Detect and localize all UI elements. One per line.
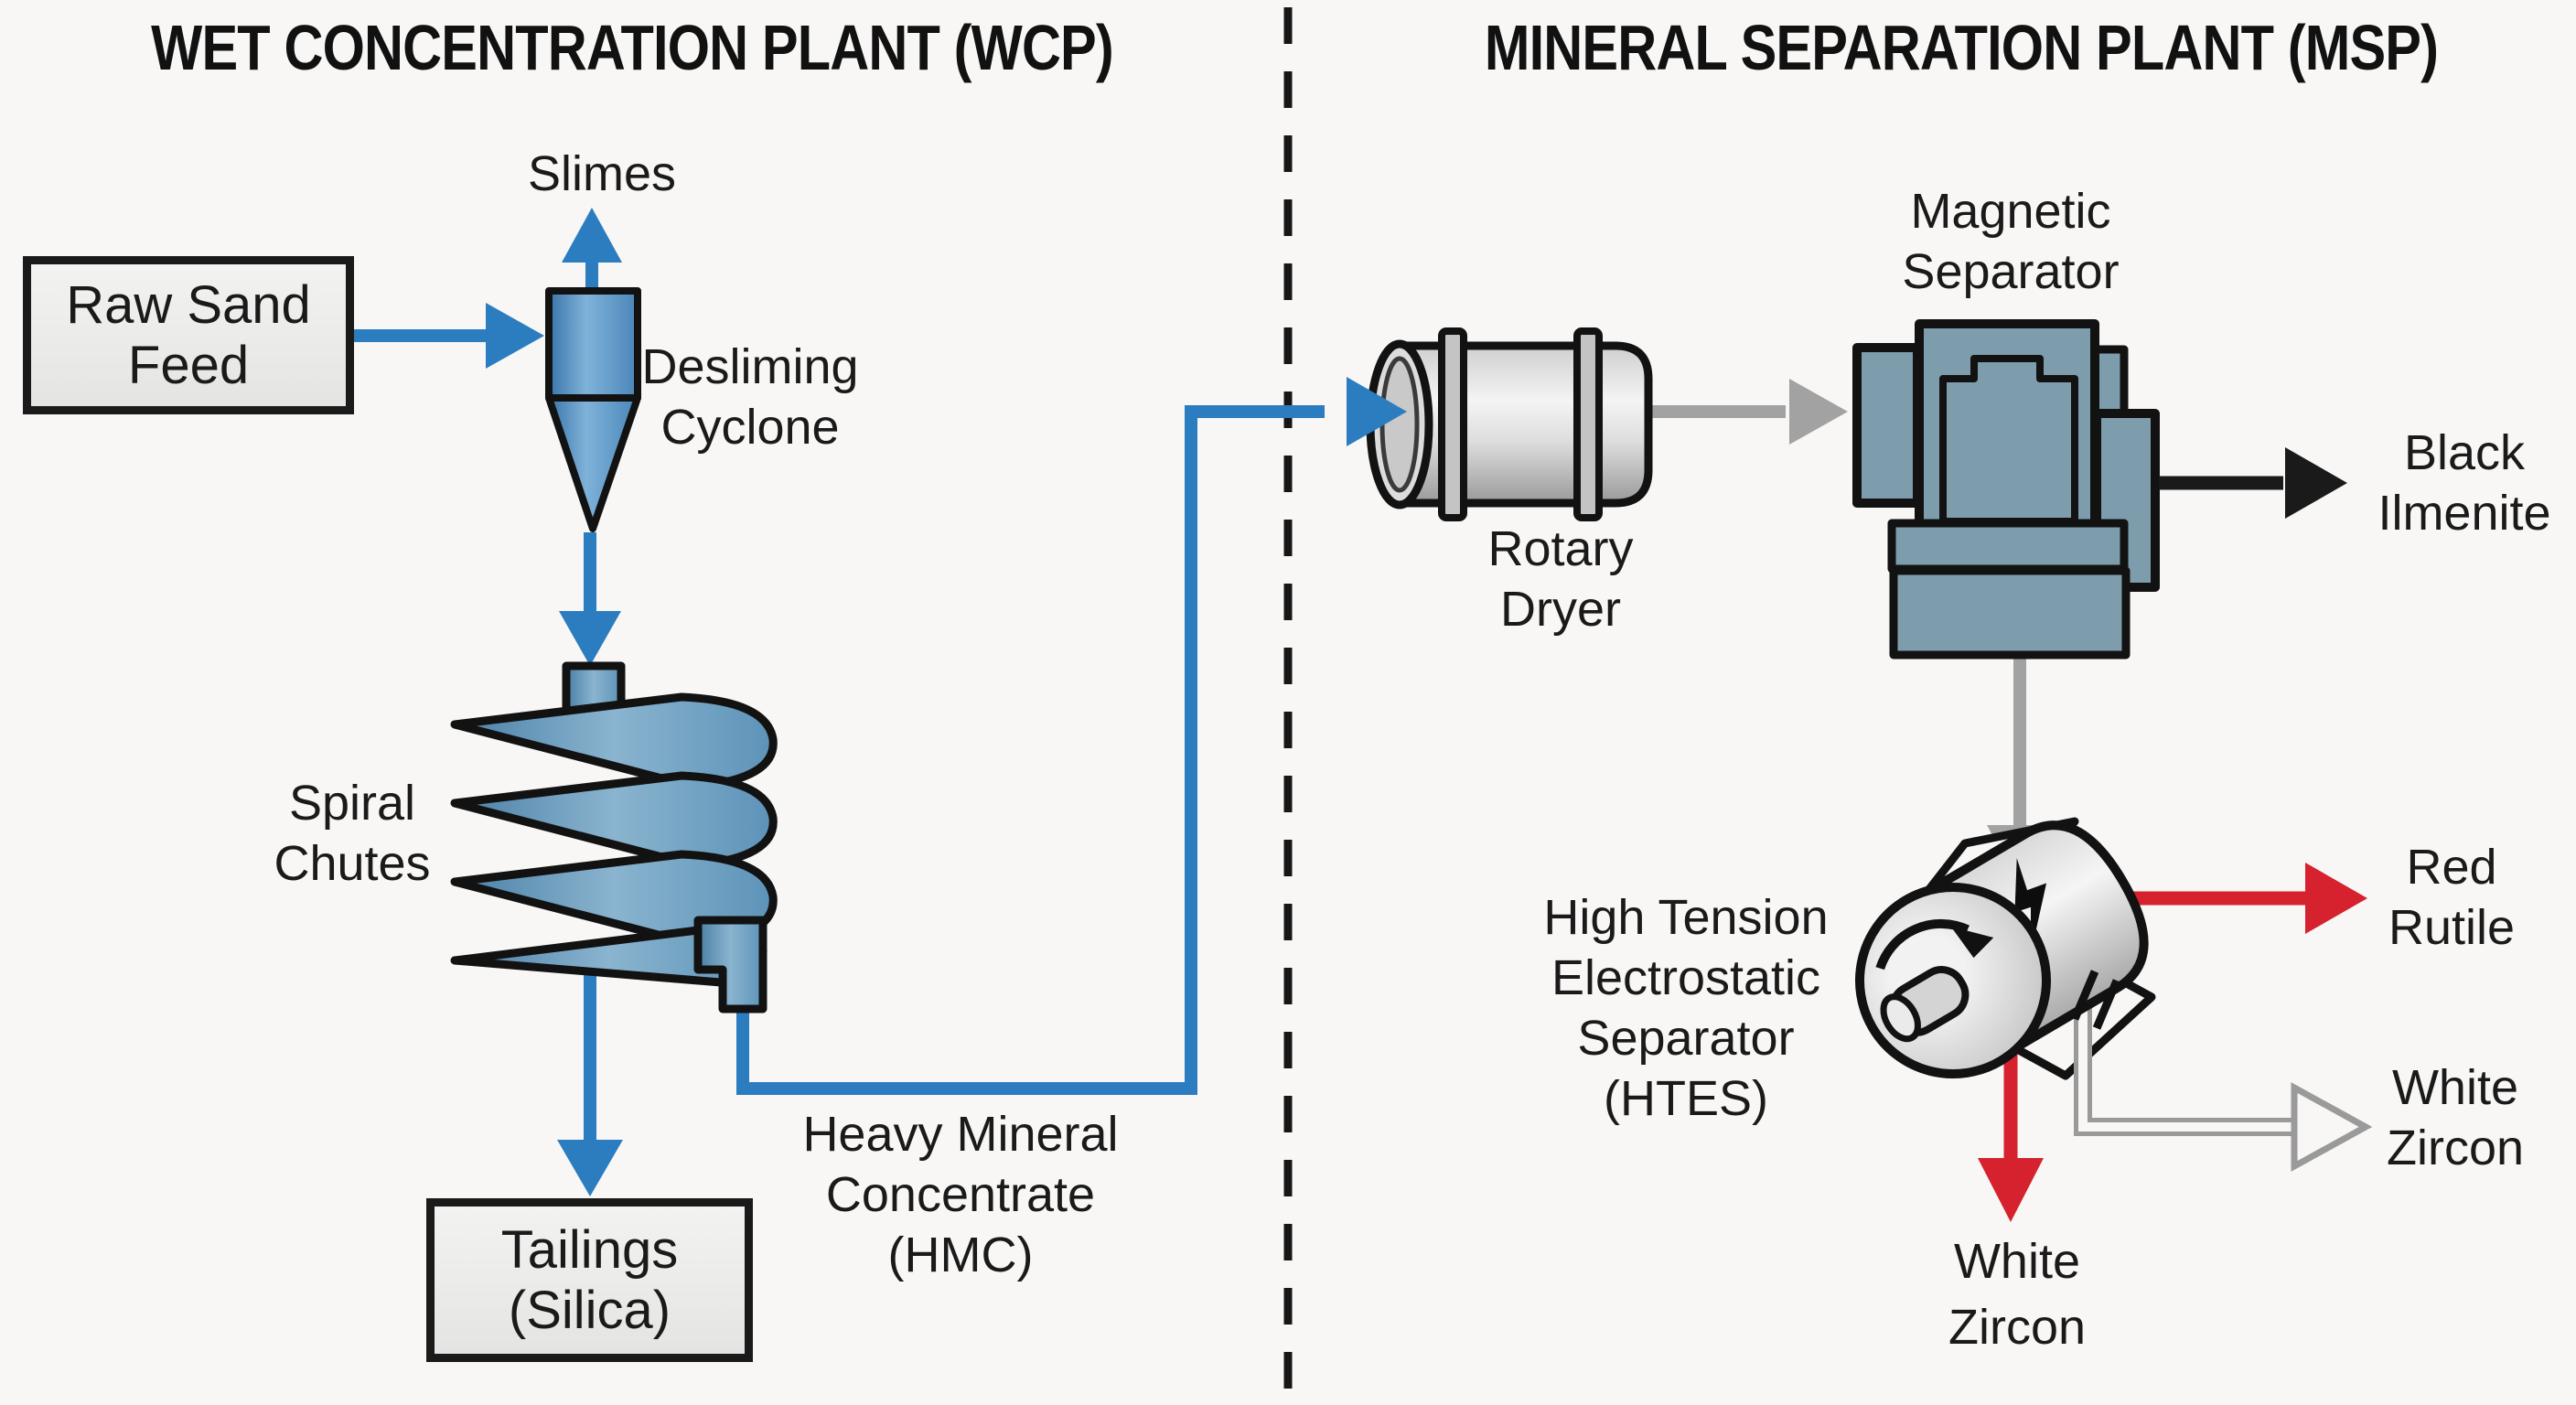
desliming-cyclone-label: Desliming Cyclone [641,339,859,455]
rotary-dryer-label: Rotary Dryer [1487,521,1634,637]
black-ilmenite-label: Black Ilmenite [2377,425,2551,541]
rotation-arrow-icon [1875,918,1994,971]
rotary-dryer-icon [1366,327,1653,521]
black-ilmenite-arrow [2159,447,2347,519]
dryer-to-separator-arrow [1652,379,1848,445]
capacitor-icon [2070,970,2121,1030]
hmc-arrowhead [1347,377,1407,446]
msp-title: MINERAL SEPARATION PLANT (MSP) [1484,12,2439,83]
hmc-flow-arrow [736,405,1325,1095]
desliming-cyclone-icon [545,287,641,532]
white-zircon-right-label: White Zircon [2386,1060,2525,1175]
white-zircon-bottom-label: White Zircon [1948,1234,2087,1355]
slimes-label: Slimes [527,146,677,201]
red-rutile-arrow [2111,863,2367,934]
tailings-box: Tailings (Silica) [426,1198,753,1362]
white-zircon-right-arrow [2074,1004,2373,1172]
htes-drum-icon [1855,820,2149,1078]
raw-sand-feed-label: Raw Sand Feed [66,274,311,395]
hmc-label: Heavy Mineral Concentrate (HMC) [802,1107,1119,1282]
lightning-bolt-icon [2014,858,2047,954]
cyclone-underflow-arrow [559,532,621,666]
htes-label: High Tension Electrostatic Separator (HT… [1543,890,1829,1126]
red-rutile-label: Red Rutile [2388,840,2516,955]
slimes-arrow [562,208,622,291]
tailings-label: Tailings (Silica) [500,1219,679,1340]
wcp-title: WET CONCENTRATION PLANT (WCP) [151,12,1114,83]
spiral-chutes-icon [450,661,778,1014]
magnetic-separator-label: Magnetic Separator [1902,184,2120,299]
spiral-chutes-label: Spiral Chutes [274,776,431,891]
tailings-arrow [557,951,623,1196]
raw-sand-feed-box: Raw Sand Feed [23,256,354,414]
raw-sand-feed-arrow [354,303,544,369]
magnetic-separator-icon [1852,319,2160,660]
